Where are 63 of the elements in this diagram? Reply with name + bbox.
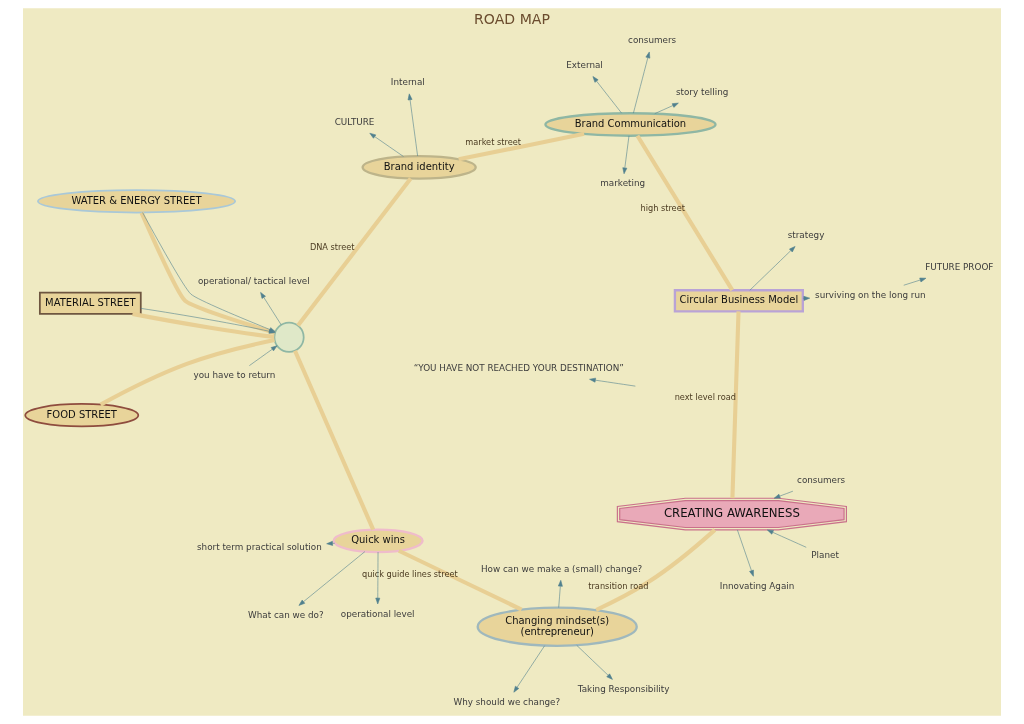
node-text: External — [566, 59, 603, 70]
connector — [458, 131, 585, 162]
diagram-title: ROAD MAP — [474, 11, 550, 28]
arrow — [767, 529, 807, 548]
node-text: CULTURE — [334, 116, 375, 127]
node-text: marketing — [600, 178, 646, 189]
arrow — [249, 345, 278, 366]
node-text: FUTURE PROOF — [925, 261, 994, 272]
edge-label: transition road — [588, 580, 649, 591]
arrow — [749, 246, 796, 291]
node-text: operational level — [340, 608, 415, 619]
node-text: consumers — [797, 474, 846, 485]
connector — [730, 311, 741, 499]
arrow — [375, 551, 381, 605]
node-text: “YOU HAVE NOT REACHED YOUR DESTINATION” — [413, 362, 624, 373]
connector — [99, 338, 275, 407]
node-ellipse: Changing mindset(s) (entrepreneur) — [476, 606, 638, 647]
node-ellipse: WATER & ENERGY STREET — [37, 189, 236, 214]
arrow — [654, 102, 679, 114]
connector — [296, 177, 413, 327]
arrow — [633, 51, 651, 114]
node-ellipse: FOOD STREET — [24, 403, 140, 428]
node-text: Innovating Again — [719, 580, 795, 591]
node-circle — [273, 321, 305, 353]
node-text: Planet — [811, 549, 839, 560]
node-ellipse: Brand Communication — [544, 112, 717, 137]
edge-label: quick guide lines street — [362, 568, 458, 579]
connector — [595, 528, 717, 612]
connector — [397, 548, 523, 612]
node-text: operational/ tactical level — [197, 275, 310, 286]
arrow — [513, 645, 545, 693]
connector — [293, 349, 376, 531]
arrow — [260, 292, 282, 325]
node-text: short term practical solution — [197, 541, 322, 552]
node-text: strategy — [787, 229, 825, 240]
arrow — [298, 551, 366, 606]
arrow — [903, 277, 927, 286]
node-ellipse: Brand identity — [361, 154, 477, 180]
connector — [635, 134, 734, 292]
edge-label: market street — [465, 136, 521, 147]
arrow — [369, 132, 404, 157]
node-text: surviving on the long run — [815, 289, 926, 300]
edge-label: high street — [640, 202, 685, 213]
arrow — [622, 135, 630, 175]
arrow — [773, 490, 794, 499]
arrow — [576, 645, 613, 680]
arrow — [589, 377, 636, 387]
arrow — [407, 93, 418, 157]
arrow — [326, 541, 336, 546]
arrow — [737, 529, 754, 577]
node-text: story telling — [675, 86, 729, 97]
node-text: What can we do? — [248, 610, 324, 621]
node-text: How can we make a (small) change? — [480, 563, 643, 574]
arrow — [558, 580, 563, 608]
node-text: Why should we change? — [453, 696, 561, 707]
node-text: you have to return — [193, 370, 276, 381]
node-text: Taking Responsibility — [577, 684, 670, 695]
edge-label: next level road — [674, 392, 736, 403]
node-text: Internal — [390, 77, 425, 88]
arrow — [592, 76, 622, 114]
node-box: MATERIAL STREET — [39, 291, 142, 315]
node-text: consumers — [628, 35, 677, 46]
edge-label: DNA street — [309, 241, 355, 252]
